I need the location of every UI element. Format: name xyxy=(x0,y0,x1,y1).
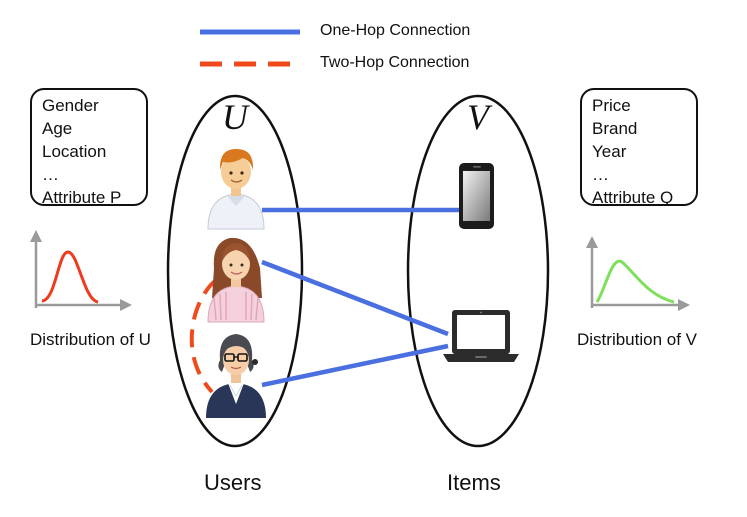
distribution-v-label: Distribution of V xyxy=(577,330,697,349)
one-hop-connection-line xyxy=(261,259,449,337)
items-ellipse xyxy=(406,94,550,448)
item-attributes-box: Price Brand Year … Attribute Q xyxy=(580,88,698,207)
distribution-u-curve xyxy=(41,250,99,304)
distribution-v-y-arrow xyxy=(586,236,598,248)
distribution-u-y-arrow xyxy=(30,230,42,242)
user-attribute-item: Location xyxy=(42,142,107,161)
laptop-icon xyxy=(443,310,519,362)
user-attribute-item: Age xyxy=(42,119,73,138)
one-hop-connection-line xyxy=(261,343,449,388)
businesswoman-avatar-icon xyxy=(206,334,266,418)
distribution-u-label: Distribution of U xyxy=(30,330,151,349)
distribution-u-chart xyxy=(30,230,132,311)
legend-two-hop-label: Two-Hop Connection xyxy=(320,54,470,71)
distribution-u-x-arrow xyxy=(120,299,132,311)
item-attribute-item: Attribute Q xyxy=(592,188,674,207)
distribution-v-curve xyxy=(595,259,675,304)
woman-avatar-icon xyxy=(207,237,265,323)
man-avatar-icon xyxy=(207,148,265,230)
user-attributes-box: Gender Age Location … Attribute P xyxy=(30,88,148,207)
items-set-letter: V xyxy=(467,97,489,137)
users-ellipse xyxy=(166,94,304,448)
user-attribute-item: Attribute P xyxy=(42,188,122,207)
distribution-v-x-arrow xyxy=(678,299,690,311)
distribution-v-chart xyxy=(586,236,690,311)
item-attribute-item: … xyxy=(592,165,609,184)
two-hop-connection-path xyxy=(189,278,218,394)
smartphone-icon xyxy=(459,163,494,229)
items-group-label: Items xyxy=(447,470,501,495)
legend-one-hop-label: One-Hop Connection xyxy=(320,22,471,39)
users-group-label: Users xyxy=(204,470,262,495)
users-set-letter: U xyxy=(222,97,248,137)
user-attribute-item: Gender xyxy=(42,96,99,115)
user-attribute-item: … xyxy=(42,165,59,184)
item-attribute-item: Price xyxy=(592,96,631,115)
item-attribute-item: Brand xyxy=(592,119,638,138)
item-attribute-item: Year xyxy=(592,142,627,161)
